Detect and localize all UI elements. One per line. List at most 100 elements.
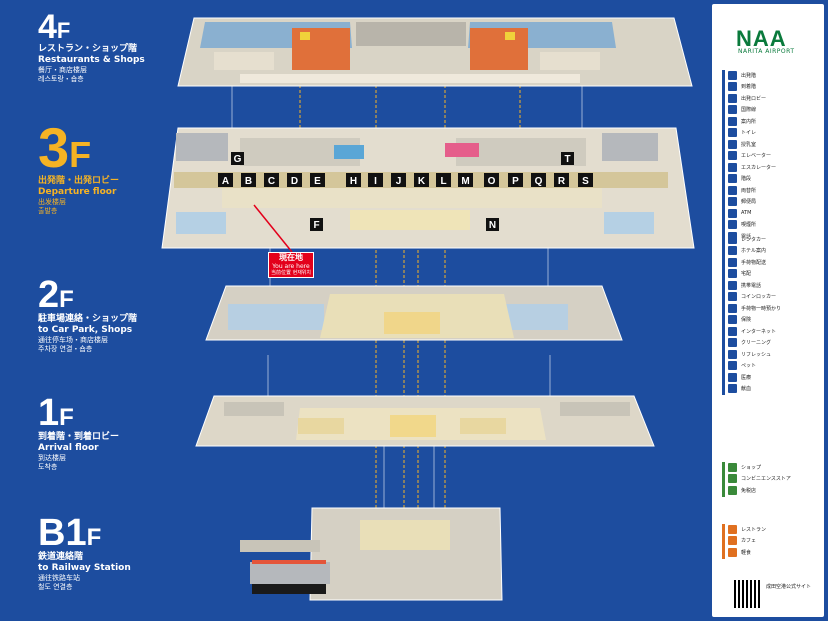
floor-b1-number: B1 — [38, 512, 87, 554]
legend-item: 案内所 — [728, 116, 820, 126]
floor-b1-en: to Railway Station — [38, 563, 131, 573]
legend-item: 階段 — [728, 174, 820, 184]
legend-item: 授乳室 — [728, 139, 820, 149]
legend-item-label: 郵便局 — [741, 199, 757, 205]
legend-symbol-icon — [728, 315, 737, 324]
floor-3f-label: 3F 出発階・出発ロビー Departure floor 出发楼层 출발층 — [38, 120, 178, 216]
legend-symbol-icon — [728, 174, 737, 183]
naa-logo-sub: NARITA AIRPORT — [738, 48, 795, 55]
floor-1f-suffix: F — [59, 404, 74, 431]
legend-symbol-icon — [728, 462, 737, 472]
legend-item-label: トイレ — [741, 130, 757, 136]
floor-1f-number: 1 — [38, 392, 60, 434]
legend-symbol-icon — [728, 185, 737, 195]
legend-item: 免税店 — [728, 485, 820, 495]
floor-2f-plan — [205, 285, 623, 341]
legend-item-label: インターネット — [741, 328, 777, 335]
gate-l-label: L — [440, 176, 446, 187]
legend-symbol-icon — [728, 234, 737, 244]
legend-group-bar — [722, 70, 725, 243]
legend-item: 両替所 — [728, 185, 820, 195]
legend-item-label: 国際線 — [741, 107, 757, 113]
legend-group-bar — [722, 234, 725, 395]
gate-q-label: Q — [535, 176, 543, 187]
legend-item-label: 献血 — [741, 386, 752, 392]
qr-label: 成田空港公式サイト — [766, 584, 812, 590]
block-g-label: G — [234, 154, 242, 165]
floor-3f-number: 3 — [38, 116, 70, 179]
block-n-box — [486, 218, 499, 231]
legend-item: 手荷物配送 — [728, 257, 820, 267]
gate-d-box — [287, 173, 302, 187]
you-are-here-en: You are here — [272, 263, 310, 270]
floor-3f-cn: 出发楼层 — [38, 198, 66, 206]
legend-group-3: ショップコンビニエンスストア免税店 — [722, 462, 820, 497]
legend-item: コインロッカー — [728, 292, 820, 302]
legend-symbol-icon — [728, 151, 737, 160]
legend-item-label: エスカレーター — [741, 164, 777, 171]
legend-item-label: ホテル案内 — [741, 248, 767, 254]
gate-e-box — [310, 173, 325, 187]
legend-item-label: 医療 — [741, 374, 752, 381]
gate-m-label: M — [461, 176, 469, 187]
legend-item-label: 免税店 — [741, 487, 757, 494]
gate-p-box — [508, 173, 523, 187]
gate-o-box — [484, 173, 499, 187]
you-are-here-marker: 現在地 You are here 当前位置 현재위치 — [268, 252, 314, 278]
legend-item-label: クリーニング — [741, 340, 772, 346]
floor-2f-jp: 駐車場連絡・ショップ階 — [38, 314, 138, 324]
qr-code[interactable] — [734, 580, 762, 608]
legend-symbol-icon — [728, 246, 737, 255]
floor-3f-jp: 出発階・出発ロビー — [38, 176, 120, 186]
gate-l-box — [436, 173, 451, 187]
legend-panel: NAA NARITA AIRPORT 出発階到着階出発ロビー国際線案内所トイレ授… — [712, 4, 824, 617]
floor-2f-kr: 주차장 연결・숍층 — [38, 345, 93, 353]
legend-item: 保険 — [728, 315, 820, 325]
gate-a-box — [218, 173, 233, 187]
legend-item-label: 喫煙所 — [741, 222, 757, 228]
legend-item-label: ATM — [741, 210, 752, 216]
floor-1f-jp: 到着階・到着ロビー — [38, 432, 120, 442]
you-are-here-jp: 現在地 — [279, 253, 303, 262]
floor-b1-plan — [240, 507, 503, 601]
naa-logo: NAA — [736, 26, 787, 51]
gate-a-label: A — [222, 176, 229, 187]
legend-item-label: リフレッシュ — [741, 351, 772, 358]
legend-item-label: ペット — [741, 363, 757, 369]
gate-o-label: O — [488, 176, 496, 187]
floor-3f-suffix: F — [69, 134, 92, 175]
block-n-label: N — [489, 220, 496, 231]
gate-p-label: P — [512, 176, 519, 187]
you-are-here-sub: 当前位置 현재위치 — [271, 270, 311, 276]
legend-symbol-icon — [728, 292, 737, 301]
floor-1f-cn: 到达楼层 — [38, 454, 66, 462]
floor-b1-kr: 철도 연결층 — [38, 583, 73, 591]
legend-item: トイレ — [728, 128, 820, 138]
legend-item-label: 到着階 — [741, 84, 757, 90]
floor-3f-en: Departure floor — [38, 187, 117, 197]
gate-c-label: C — [268, 176, 275, 187]
legend-item-label: カフェ — [741, 538, 757, 544]
legend-item: 国際線 — [728, 105, 820, 115]
gate-h-box — [346, 173, 361, 187]
gate-b-box — [241, 173, 256, 187]
floor-1f-en: Arrival floor — [38, 443, 99, 453]
legend-item-label: 軽食 — [741, 549, 752, 556]
legend-item: 手荷物一時預かり — [728, 303, 820, 313]
floor-1f-label: 1F 到着階・到着ロビー Arrival floor 到达楼层 도착층 — [38, 394, 188, 472]
floor-b1-suffix: F — [86, 524, 102, 551]
floor-4f-number: 4 — [38, 8, 57, 46]
legend-item: 出発ロビー — [728, 93, 820, 103]
floor-3f-kr: 출발층 — [38, 207, 58, 215]
legend-item: 携帯電話 — [728, 280, 820, 290]
block-t-box — [561, 152, 574, 165]
legend-item: エスカレーター — [728, 162, 820, 172]
legend-symbol-icon — [728, 257, 737, 267]
legend-item: レストラン — [728, 524, 820, 534]
legend-item: 到着階 — [728, 82, 820, 92]
floor-2f-label: 2F 駐車場連絡・ショップ階 to Car Park, Shops 通往停车场・… — [38, 276, 188, 354]
floor-3f-plan — [161, 127, 695, 249]
legend-item: 喫煙所 — [728, 220, 820, 230]
